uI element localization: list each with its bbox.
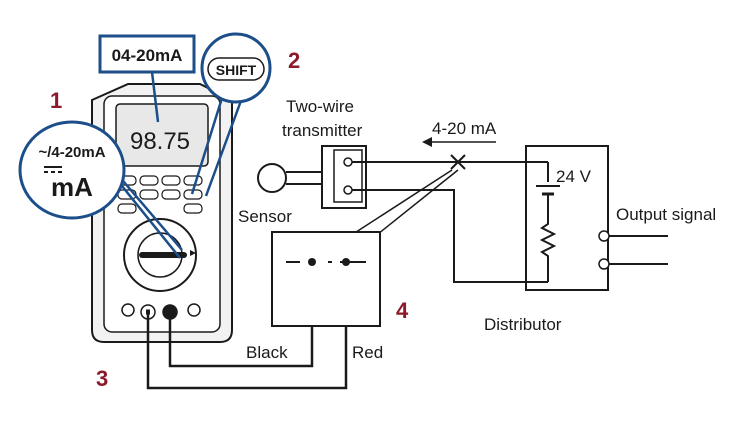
- transmitter-label-line1: Two-wire: [286, 97, 354, 116]
- step-number-4: 4: [396, 298, 409, 323]
- shift-callout: SHIFT: [190, 32, 272, 197]
- black-lead: [146, 290, 348, 390]
- break-point-icon: [450, 154, 466, 170]
- output-signal-label: Output signal: [616, 205, 716, 224]
- current-arrow: [422, 137, 496, 147]
- transmitter-label-line2: transmitter: [282, 121, 363, 140]
- rotary-dial: [123, 218, 197, 292]
- measurement-terminal: [271, 231, 381, 327]
- multimeter: 98.75: [91, 83, 233, 343]
- transmitter: [321, 145, 367, 209]
- step-number-1: 1: [50, 88, 62, 113]
- red-lead: [168, 290, 314, 368]
- sensor-label: Sensor: [238, 207, 292, 226]
- distributor-label: Distributor: [484, 315, 562, 334]
- range-callout: 04-20mA: [98, 34, 196, 123]
- loop-wiring: [352, 161, 526, 283]
- resistor-icon: [539, 194, 557, 282]
- function-label-ac: ~/4-20mA: [38, 144, 105, 161]
- step-number-3: 3: [96, 366, 108, 391]
- function-callout: ~/4-20mA mA: [18, 120, 183, 259]
- function-label-ma: mA: [51, 172, 93, 202]
- supply-voltage-label: 24 V: [556, 167, 592, 186]
- current-label: 4-20 mA: [432, 119, 497, 138]
- test-leads: [146, 290, 348, 390]
- sensor: [257, 163, 322, 193]
- red-lead-label: Red: [352, 343, 383, 362]
- meter-reading: 98.75: [130, 128, 190, 155]
- step-number-2: 2: [288, 48, 300, 73]
- range-label: 04-20mA: [112, 46, 183, 65]
- black-lead-label: Black: [246, 343, 288, 362]
- distributor: [525, 145, 668, 291]
- dc-symbol-icon: [44, 166, 62, 173]
- meter-display: [115, 103, 209, 167]
- shift-key-label: SHIFT: [216, 62, 257, 78]
- meter-buttons: [117, 175, 203, 214]
